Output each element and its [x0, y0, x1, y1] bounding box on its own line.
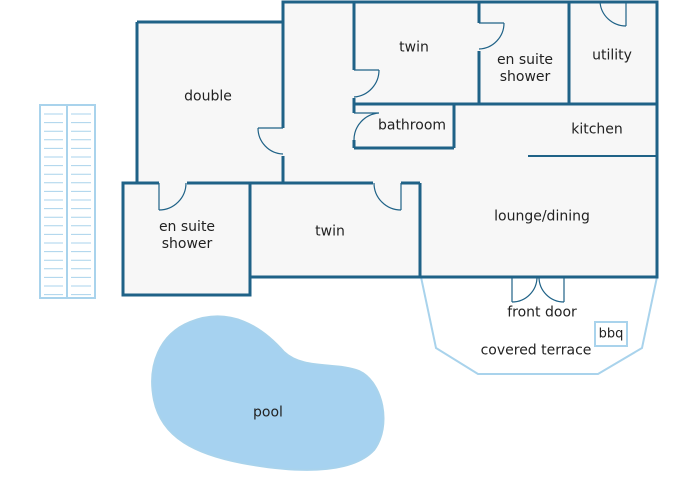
pool-shape	[151, 315, 385, 471]
covered-terrace-outline	[420, 276, 658, 375]
floor-fill	[123, 2, 657, 295]
walls	[121, 0, 659, 297]
sun-lounger-deck	[39, 104, 96, 299]
door-swings	[158, 1, 627, 303]
bbq-outline	[594, 321, 628, 347]
